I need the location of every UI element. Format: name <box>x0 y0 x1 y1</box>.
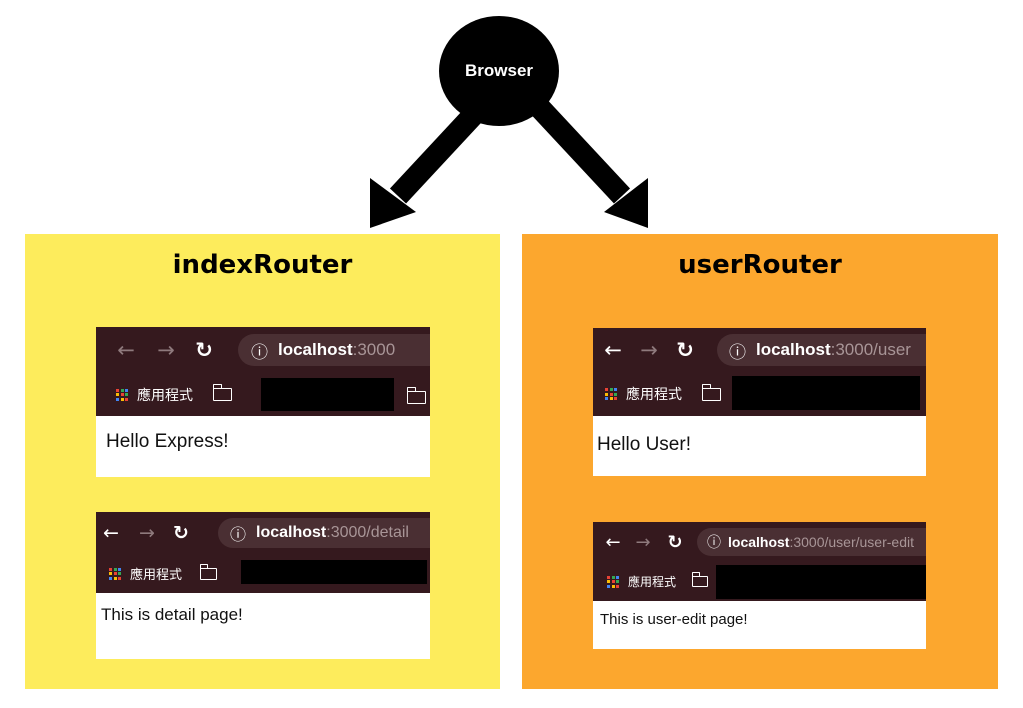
bookmark-apps-label[interactable]: 應用程式 <box>626 386 682 402</box>
url-host: localhost <box>278 340 353 359</box>
bookmark-apps-label[interactable]: 應用程式 <box>130 567 183 582</box>
redacted-bookmark <box>261 378 394 411</box>
arrow-to-index-router <box>370 102 487 228</box>
arrow-to-user-router <box>531 100 648 228</box>
browser-toolbar: ← → ↻ ⓘ localhost:3000/detail 應用程式 <box>96 512 430 593</box>
browser-node: Browser <box>439 16 559 126</box>
folder-icon[interactable] <box>406 387 426 404</box>
browser-toolbar: ← → ↻ ⓘ localhost:3000/user/user-edit 應用… <box>593 522 926 601</box>
bookmark-apps-label[interactable]: 應用程式 <box>628 575 677 589</box>
url-host: localhost <box>728 534 790 550</box>
forward-arrow-icon[interactable]: → <box>640 338 658 362</box>
page-content: Hello User! <box>597 434 691 455</box>
apps-grid-icon[interactable] <box>116 388 128 401</box>
info-icon[interactable]: ⓘ <box>251 342 268 363</box>
folder-icon[interactable] <box>212 384 232 401</box>
folder-icon[interactable] <box>691 572 709 587</box>
address-bar[interactable]: ⓘ localhost:3000 <box>238 334 430 366</box>
redacted-bookmark <box>241 560 427 584</box>
address-bar[interactable]: ⓘ localhost:3000/user/user-edit <box>697 528 926 556</box>
back-arrow-icon[interactable]: ← <box>605 531 621 553</box>
apps-grid-icon[interactable] <box>607 575 619 588</box>
redacted-bookmark <box>716 565 926 599</box>
index-router-title: indexRouter <box>172 250 353 280</box>
browser-window-detail: ← → ↻ ⓘ localhost:3000/detail 應用程式 This <box>96 512 430 659</box>
forward-arrow-icon[interactable]: → <box>157 338 175 362</box>
url-host: localhost <box>756 340 831 359</box>
reload-icon[interactable]: ↻ <box>173 522 189 544</box>
browser-window-user: ← → ↻ ⓘ localhost:3000/user 應用程式 Hello <box>593 328 926 476</box>
page-content: This is user-edit page! <box>600 611 748 628</box>
address-bar[interactable]: ⓘ localhost:3000/user <box>717 334 926 366</box>
browser-toolbar: ← → ↻ ⓘ localhost:3000/user 應用程式 <box>593 328 926 416</box>
page-content: This is detail page! <box>101 605 243 624</box>
back-arrow-icon[interactable]: ← <box>103 522 119 544</box>
back-arrow-icon[interactable]: ← <box>117 338 135 362</box>
index-router-panel: indexRouter ← → ↻ ⓘ localhost:3000 應用程式 <box>25 234 500 689</box>
browser-window-user-edit: ← → ↻ ⓘ localhost:3000/user/user-edit 應用… <box>593 522 926 649</box>
url-path: :3000 <box>352 340 396 359</box>
info-icon[interactable]: ⓘ <box>707 535 721 551</box>
page-content: Hello Express! <box>106 431 229 452</box>
forward-arrow-icon[interactable]: → <box>139 522 155 544</box>
back-arrow-icon[interactable]: ← <box>604 338 622 362</box>
user-router-panel: userRouter ← → ↻ ⓘ localhost:3000/user 應… <box>522 234 998 689</box>
browser-window-index: ← → ↻ ⓘ localhost:3000 應用程式 He <box>96 327 430 477</box>
folder-icon[interactable] <box>199 563 218 580</box>
url-path: :3000/user <box>830 340 911 359</box>
info-icon[interactable]: ⓘ <box>230 525 247 544</box>
reload-icon[interactable]: ↻ <box>195 338 213 362</box>
user-router-title: userRouter <box>678 250 842 280</box>
browser-node-label: Browser <box>464 61 534 80</box>
browser-toolbar: ← → ↻ ⓘ localhost:3000 應用程式 <box>96 327 430 416</box>
info-icon[interactable]: ⓘ <box>729 342 746 363</box>
url-host: localhost <box>256 524 327 541</box>
redacted-bookmark <box>732 376 920 410</box>
apps-grid-icon[interactable] <box>109 567 121 580</box>
forward-arrow-icon[interactable]: → <box>635 531 651 553</box>
reload-icon[interactable]: ↻ <box>676 338 694 362</box>
url-path: :3000/detail <box>326 524 409 541</box>
apps-grid-icon[interactable] <box>605 388 617 400</box>
address-bar[interactable]: ⓘ localhost:3000/detail <box>218 518 430 548</box>
bookmark-apps-label[interactable]: 應用程式 <box>137 386 193 403</box>
folder-icon[interactable] <box>701 383 721 401</box>
reload-icon[interactable]: ↻ <box>667 531 683 553</box>
url-path: :3000/user/user-edit <box>789 534 914 550</box>
